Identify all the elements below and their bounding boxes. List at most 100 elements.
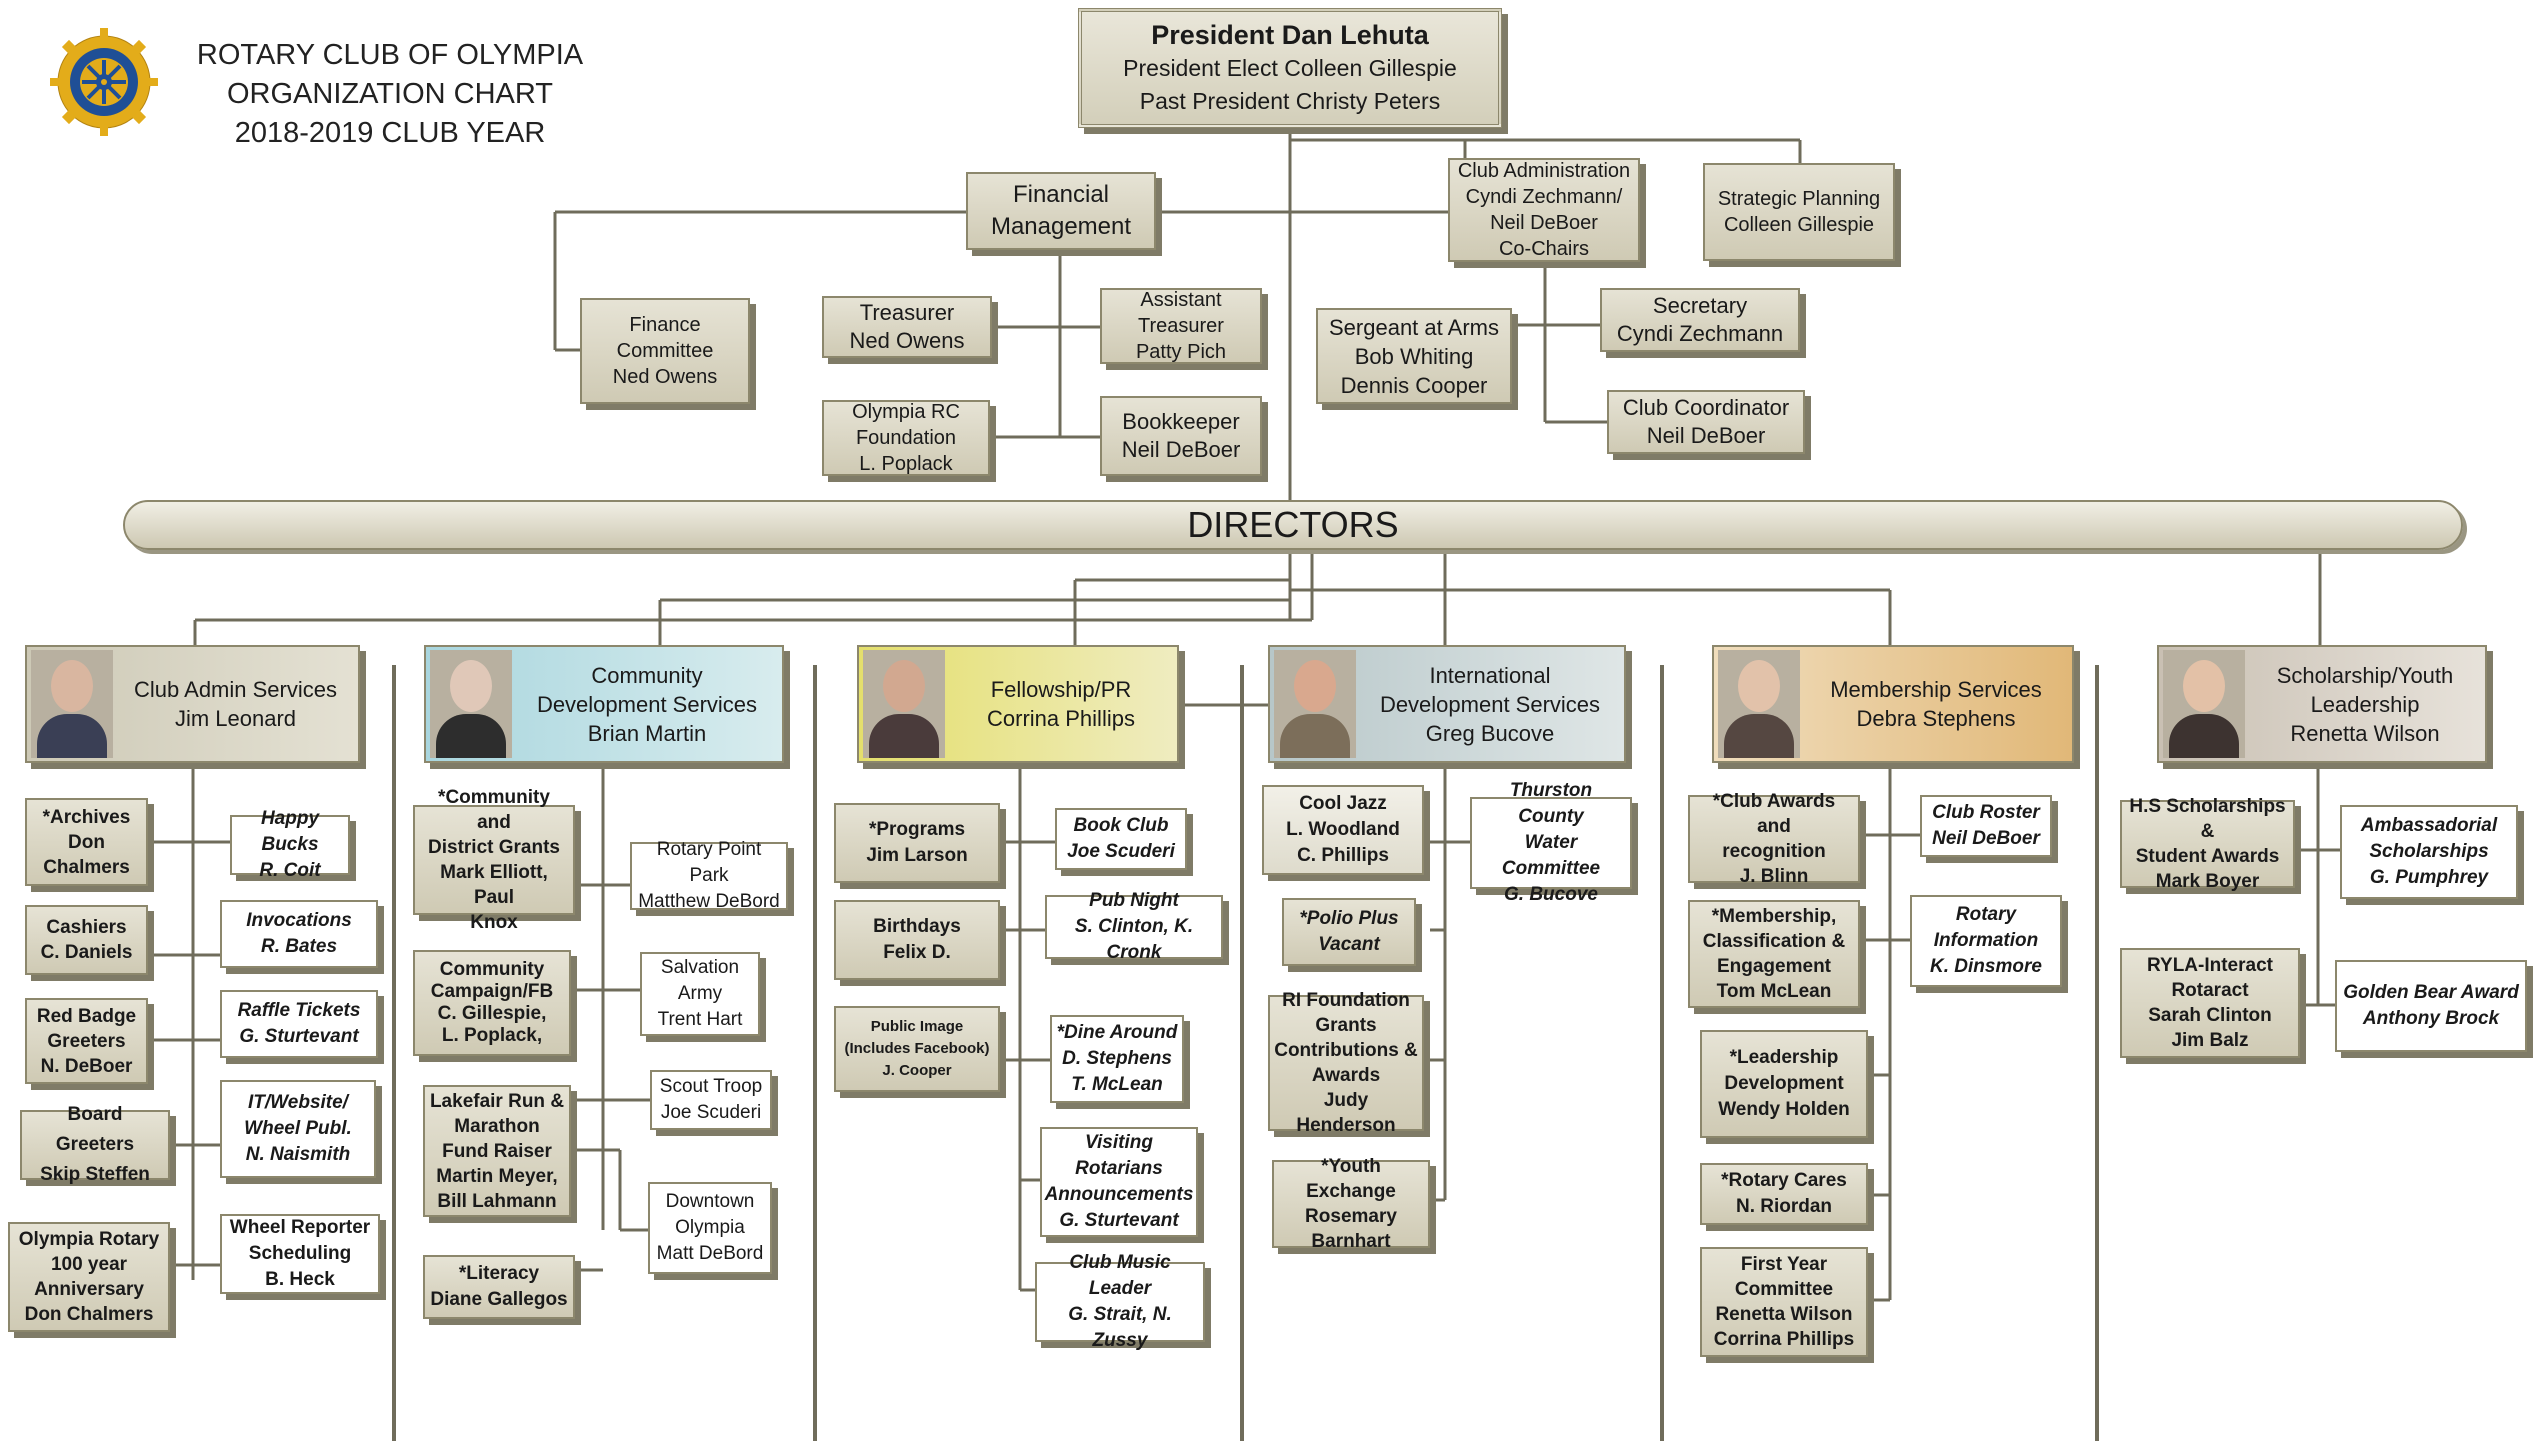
- box-line: Happy Bucks: [260, 808, 320, 855]
- box-line: Matthew DeBord: [638, 891, 780, 912]
- director-header-fellowship: Fellowship/PR Corrina Phillips: [857, 645, 1179, 763]
- box-line: Trent Hart: [657, 1009, 743, 1030]
- director-photo: [863, 650, 945, 758]
- box-line: L. Poplack: [859, 453, 953, 475]
- box-line: Engagement: [1716, 956, 1832, 977]
- header-line: Debra Stephens: [1856, 706, 2016, 731]
- box-line: L. Woodland: [1286, 819, 1400, 840]
- box-line: Ambassadorial: [2360, 815, 2498, 836]
- box-line: Community: [439, 959, 545, 980]
- box-line: Scout Troop: [659, 1076, 763, 1097]
- box-line: Joe Scuderi: [1067, 841, 1175, 862]
- box-line: R. Coit: [259, 860, 321, 881]
- box-line: Wendy Holden: [1718, 1099, 1850, 1120]
- box-line: Renetta Wilson: [1715, 1304, 1853, 1325]
- committee-box: RYLA-Interact Rotaract Sarah Clinton Jim…: [2120, 948, 2300, 1058]
- box-line: Grants: [1315, 1015, 1377, 1036]
- title-line: ORGANIZATION CHART: [227, 78, 553, 110]
- box-line: H.S Scholarships &: [2129, 796, 2286, 842]
- title-line: 2018-2019 CLUB YEAR: [234, 117, 546, 149]
- box-line: Chalmers: [43, 856, 130, 878]
- box-line: Jim Balz: [2171, 1030, 2249, 1051]
- box-line: Rotary: [1955, 904, 2017, 925]
- committee-box: Lakefair Run & Marathon Fund Raiser Mart…: [423, 1085, 571, 1217]
- header-line: Membership Services: [1830, 677, 2042, 702]
- box-line: Cyndi Zechmann/: [1465, 186, 1623, 208]
- box-line: Birthdays: [873, 916, 961, 937]
- treasurer-box: Treasurer Ned Owens: [822, 296, 992, 358]
- box-line: *Community and: [438, 787, 550, 833]
- committee-box: Salvation Army Trent Hart: [640, 952, 760, 1036]
- assistant-treasurer-box: Assistant Treasurer Patty Pich: [1100, 288, 1262, 364]
- column-divider: [392, 665, 396, 1441]
- box-line: Colleen Gillespie: [1723, 214, 1875, 236]
- box-line: Contributions &: [1274, 1040, 1418, 1061]
- header-line: Corrina Phillips: [987, 706, 1135, 731]
- column-divider: [2095, 665, 2099, 1441]
- box-line: Olympia Rotary: [18, 1229, 160, 1250]
- box-line: Information: [1933, 930, 2039, 951]
- committee-box: Club Roster Neil DeBoer: [1920, 795, 2052, 857]
- box-line: Wheel Publ.: [244, 1118, 352, 1139]
- box-line: Club Administration: [1457, 160, 1631, 182]
- box-line: Barnhart: [1311, 1231, 1391, 1252]
- committee-box: *Rotary Cares N. Riordan: [1700, 1163, 1868, 1225]
- box-line: Treasurer: [859, 300, 955, 325]
- box-line: Salvation: [660, 957, 740, 978]
- box-line: Water Committee: [1501, 832, 1601, 879]
- box-line: Sarah Clinton: [2148, 1005, 2272, 1026]
- box-line: Neil DeBoer: [1646, 423, 1766, 448]
- committee-box: H.S Scholarships & Student Awards Mark B…: [2120, 796, 2295, 892]
- committee-box: *Youth Exchange Rosemary Barnhart: [1272, 1156, 1430, 1252]
- box-line: Public Image: [870, 1018, 964, 1035]
- committee-box: Wheel Reporter Scheduling B. Heck: [220, 1214, 380, 1294]
- committee-box: Red Badge Greeters N. DeBoer: [25, 998, 148, 1084]
- committee-box: *Leadership Development Wendy Holden: [1700, 1030, 1868, 1138]
- committee-box: Birthdays Felix D.: [834, 900, 1000, 980]
- box-line: Co-Chairs: [1498, 238, 1590, 260]
- bookkeeper-box: Bookkeeper Neil DeBoer: [1100, 396, 1262, 476]
- director-header-membership: Membership Services Debra Stephens: [1712, 645, 2074, 763]
- box-line: Neil DeBoer: [1932, 828, 2040, 849]
- box-line: Board Greeters: [55, 1104, 135, 1155]
- header-line: Club Admin Services: [134, 677, 337, 702]
- committee-box: Cool Jazz L. Woodland C. Phillips: [1262, 785, 1424, 875]
- financial-management-box: Financial Management: [966, 172, 1156, 250]
- committee-box: *Community and District Grants Mark Elli…: [413, 787, 575, 933]
- box-line: Rotaract: [2171, 980, 2249, 1001]
- box-line: *Rotary Cares: [1721, 1170, 1847, 1191]
- box-line: Club Coordinator: [1622, 395, 1790, 420]
- committee-box: Happy Bucks R. Coit: [230, 808, 350, 881]
- box-line: *Club Awards and: [1712, 791, 1836, 837]
- box-line: Foundation: [855, 427, 957, 449]
- box-line: G. Pumphrey: [2369, 867, 2489, 888]
- box-line: District Grants: [428, 837, 560, 858]
- box-line: recognition: [1722, 841, 1826, 862]
- box-line: L. Poplack,: [441, 1025, 543, 1046]
- header-line: Scholarship/Youth: [2276, 662, 2454, 688]
- box-line: RI Foundation: [1282, 990, 1410, 1011]
- foundation-box: Olympia RC Foundation L. Poplack: [822, 400, 990, 476]
- committee-box: Invocations R. Bates: [220, 900, 378, 968]
- box-line: Matt DeBord: [656, 1243, 764, 1264]
- committee-box: RI Foundation Grants Contributions & Awa…: [1268, 990, 1424, 1136]
- directors-label: DIRECTORS: [1187, 504, 1399, 545]
- box-line: Committee: [616, 340, 714, 362]
- box-line: Olympia RC: [852, 401, 960, 423]
- header-line: Brian Martin: [587, 720, 707, 746]
- committee-box: *Membership, Classification & Engagement…: [1688, 900, 1860, 1008]
- box-line: Scholarships: [2369, 841, 2489, 862]
- box-line: Bookkeeper: [1122, 409, 1240, 434]
- box-line: First Year: [1740, 1254, 1828, 1275]
- box-line: Announcements: [1044, 1184, 1194, 1205]
- box-line: Martin Meyer,: [436, 1165, 558, 1187]
- committee-box: *Dine Around D. Stephens T. McLean: [1050, 1015, 1184, 1103]
- director-photo: [1274, 650, 1356, 758]
- committee-box: Club Music Leader G. Strait, N. Zussy: [1035, 1252, 1205, 1351]
- box-line: Bob Whiting: [1354, 343, 1474, 369]
- committee-box: First Year Committee Renetta Wilson Corr…: [1700, 1247, 1868, 1357]
- box-line: Anniversary: [34, 1279, 144, 1300]
- box-line: (Includes Facebook): [844, 1040, 990, 1057]
- box-line: Tom McLean: [1716, 981, 1832, 1002]
- committee-box: Raffle Tickets G. Sturtevant: [220, 990, 378, 1058]
